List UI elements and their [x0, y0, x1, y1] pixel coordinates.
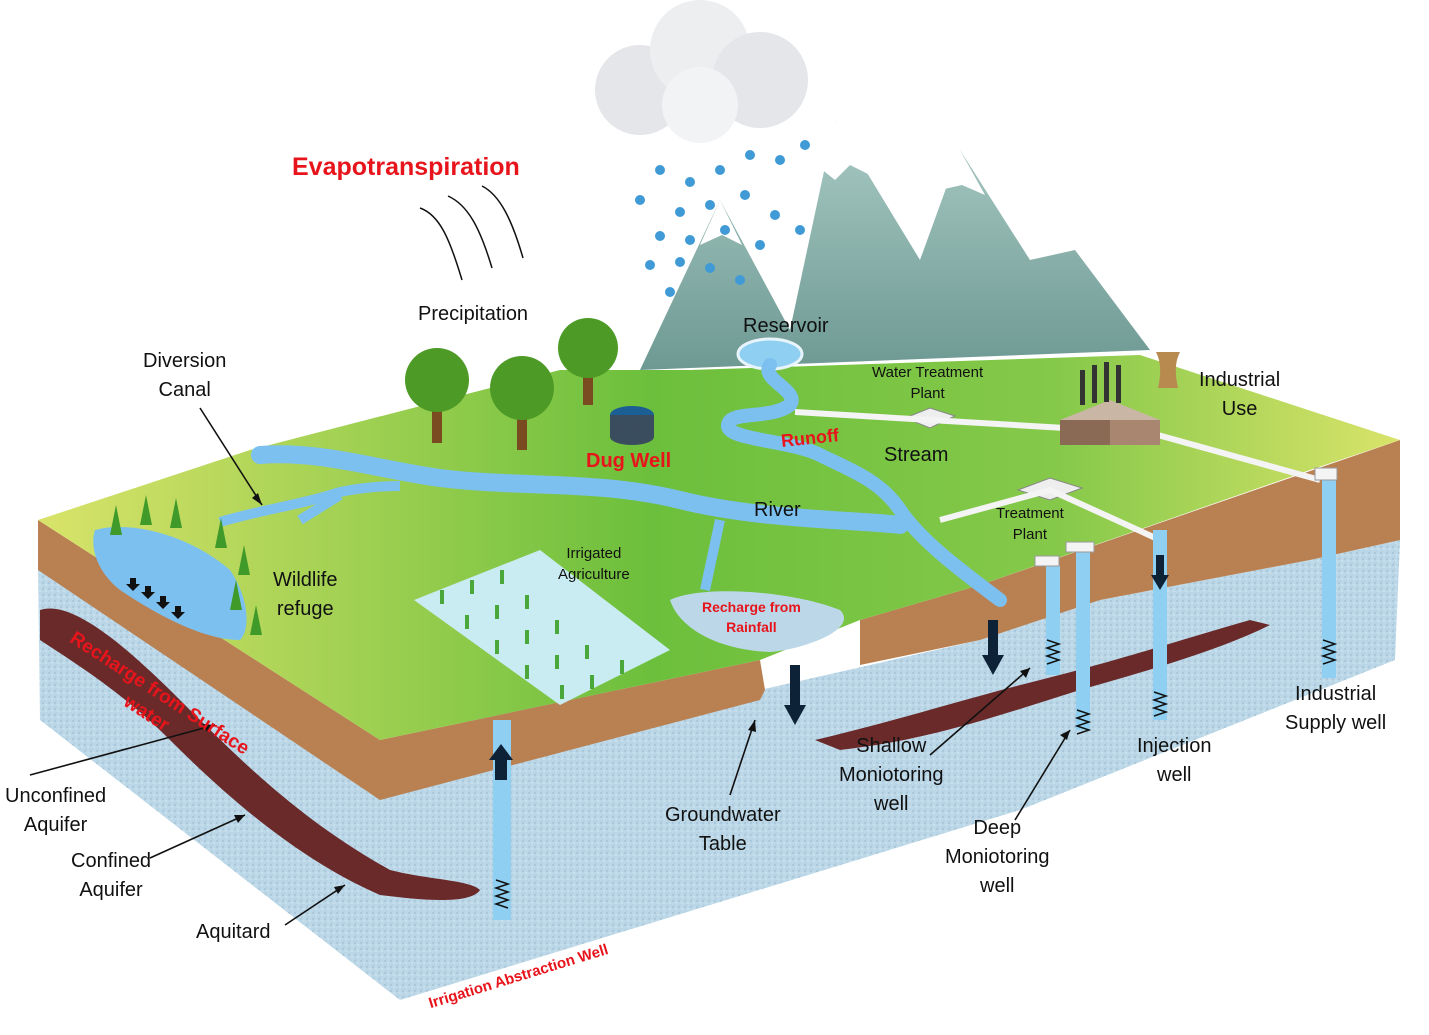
irrigated-field [414, 550, 670, 705]
canal-branch [297, 490, 343, 525]
industrial-supply-well-label: Industrial Supply well [1285, 683, 1387, 734]
injection-well-label: Injection well [1137, 735, 1212, 786]
mountain-snow [940, 150, 985, 195]
river [251, 445, 909, 534]
reservoir-label: Reservoir [743, 315, 829, 337]
mountain [640, 120, 1150, 370]
mountain-snow [700, 200, 742, 245]
irrigated-agriculture-label: Irrigated Agriculture [558, 545, 630, 583]
recharge-arrows [126, 578, 185, 619]
crop-rows [440, 570, 624, 699]
well-caps [1034, 467, 1338, 567]
pointer-arrowheads [203, 493, 1070, 894]
aquitard-layer [40, 608, 480, 900]
wildlife-refuge-label: Wildlife refuge [273, 569, 338, 620]
deep-monitoring-well-label: Deep Moniotoring well [945, 817, 1050, 897]
treatment-plant-label: Treatment Plant [996, 505, 1064, 543]
runoff-label: Runoff [780, 425, 840, 451]
pointer-arrows [29, 407, 1071, 926]
river-label: River [754, 499, 801, 521]
rain-drops [635, 140, 810, 297]
aquitard-label: Aquitard [196, 921, 271, 943]
evapotranspiration-arrows [419, 185, 524, 281]
soil-layer-right [860, 440, 1400, 665]
confined-aquifer-label: Confined Aquifer [71, 850, 152, 901]
shallow-monitoring-well-label: Shallow Moniotoring well [839, 735, 944, 815]
dug-well-icon [610, 406, 654, 445]
cooling-tower-icon [1156, 352, 1180, 388]
evapotranspiration-label: Evapotranspiration [292, 153, 520, 181]
diversion-canal-channel [218, 481, 401, 527]
diversion-canal-label: Diversion Canal [143, 350, 227, 401]
mountain-snow [806, 120, 870, 180]
trees [405, 318, 618, 450]
flow-arrows [489, 555, 1169, 780]
stream [721, 358, 1007, 607]
water-treatment-plant-label: Water Treatment Plant [872, 364, 984, 402]
recharge-from-rainfall-label: Recharge from Rainfall [702, 599, 801, 635]
canal-branch [700, 518, 725, 592]
pipelines [794, 409, 1321, 543]
industrial-use-label: Industrial Use [1199, 369, 1281, 420]
rain-cloud [595, 0, 808, 143]
soil-layer [38, 520, 765, 800]
unconfined-aquifer-label: Unconfined Aquifer [5, 785, 107, 836]
recharge-pool [670, 591, 844, 652]
stream-label: Stream [884, 444, 949, 466]
precipitation-label: Precipitation [418, 303, 529, 325]
dug-well-label: Dug Well [586, 450, 672, 472]
reed-plants [110, 495, 262, 635]
wildlife-refuge-pond [93, 526, 247, 640]
groundwater-table-label: Groundwater Table [665, 804, 781, 855]
well-screens [493, 639, 1338, 909]
factory-icon [1060, 362, 1160, 445]
